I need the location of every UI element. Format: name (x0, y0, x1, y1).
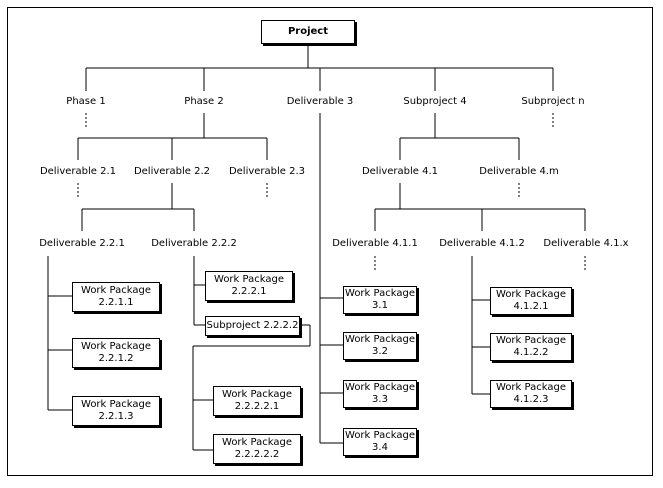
deliverable-2-1-node: Deliverable 2.1 (36, 161, 120, 182)
wp-label: Work Package (496, 335, 566, 346)
deliverable-4-m-node: Deliverable 4.m (477, 161, 561, 182)
wp-label: Work Package (345, 382, 415, 393)
wp-number: 4.1.2.1 (513, 301, 549, 312)
subproject-2-2-2-2-node: Subproject 2.2.2.2 (205, 316, 300, 336)
wp-number: 2.2.2.1 (231, 286, 267, 297)
wp-label: Work Package (222, 437, 292, 448)
work-package-2-2-2-2-1: Work Package 2.2.2.2.1 (213, 386, 301, 416)
work-package-2-2-1-2: Work Package 2.2.1.2 (72, 338, 160, 368)
wp-number: 4.1.2.2 (513, 347, 549, 358)
wp-number: 4.1.2.3 (513, 394, 549, 405)
subproject-n-node: Subproject n (514, 92, 592, 112)
wp-label: Work Package (222, 389, 292, 400)
deliverable-2-2-1-node: Deliverable 2.2.1 (36, 232, 128, 255)
phase-2-node: Phase 2 (167, 92, 241, 112)
wp-label: Work Package (345, 288, 415, 299)
project-node: Project (261, 20, 355, 44)
wp-label: Work Package (81, 285, 151, 296)
work-package-3-4: Work Package 3.4 (343, 428, 417, 456)
work-package-3-2: Work Package 3.2 (343, 332, 417, 360)
wp-number: 3.2 (372, 346, 388, 357)
work-package-4-1-2-1: Work Package 4.1.2.1 (490, 287, 572, 315)
wp-label: Work Package (81, 399, 151, 410)
phase-1-node: Phase 1 (49, 92, 123, 112)
deliverable-2-2-2-node: Deliverable 2.2.2 (147, 232, 241, 255)
deliverable-4-1-1-node: Deliverable 4.1.1 (328, 232, 422, 255)
deliverable-4-1-node: Deliverable 4.1 (358, 161, 442, 182)
work-package-2-2-2-2-2: Work Package 2.2.2.2.2 (213, 434, 301, 464)
wp-label: Work Package (81, 341, 151, 352)
wp-number: 3.1 (372, 300, 388, 311)
deliverable-2-3-node: Deliverable 2.3 (225, 161, 309, 182)
wp-number: 2.2.2.2.2 (234, 449, 280, 460)
wp-number: 2.2.1.1 (98, 297, 134, 308)
wp-label: Work Package (496, 289, 566, 300)
wp-number: 2.2.1.2 (98, 353, 134, 364)
wp-label: Work Package (496, 382, 566, 393)
subproject-4-node: Subproject 4 (396, 92, 474, 112)
work-package-2-2-1-1: Work Package 2.2.1.1 (72, 282, 160, 312)
wp-number: 2.2.2.2.1 (234, 401, 280, 412)
work-package-3-3: Work Package 3.3 (343, 380, 417, 408)
deliverable-4-1-2-node: Deliverable 4.1.2 (435, 232, 529, 255)
work-package-2-2-1-3: Work Package 2.2.1.3 (72, 396, 160, 426)
wp-label: Work Package (345, 430, 415, 441)
work-package-3-1: Work Package 3.1 (343, 286, 417, 314)
work-package-2-2-2-1: Work Package 2.2.2.1 (205, 271, 293, 301)
work-package-4-1-2-2: Work Package 4.1.2.2 (490, 333, 572, 361)
deliverable-3-node: Deliverable 3 (280, 92, 360, 112)
deliverable-2-2-node: Deliverable 2.2 (130, 161, 214, 182)
deliverable-4-1-x-node: Deliverable 4.1.x (540, 232, 632, 255)
diagram-frame (7, 7, 653, 476)
work-package-4-1-2-3: Work Package 4.1.2.3 (490, 380, 572, 408)
wp-number: 3.3 (372, 394, 388, 405)
wp-label: Work Package (345, 334, 415, 345)
wp-number: 3.4 (372, 442, 388, 453)
continuation-dots (77, 113, 586, 271)
wp-label: Work Package (214, 274, 284, 285)
wp-number: 2.2.1.3 (98, 411, 134, 422)
